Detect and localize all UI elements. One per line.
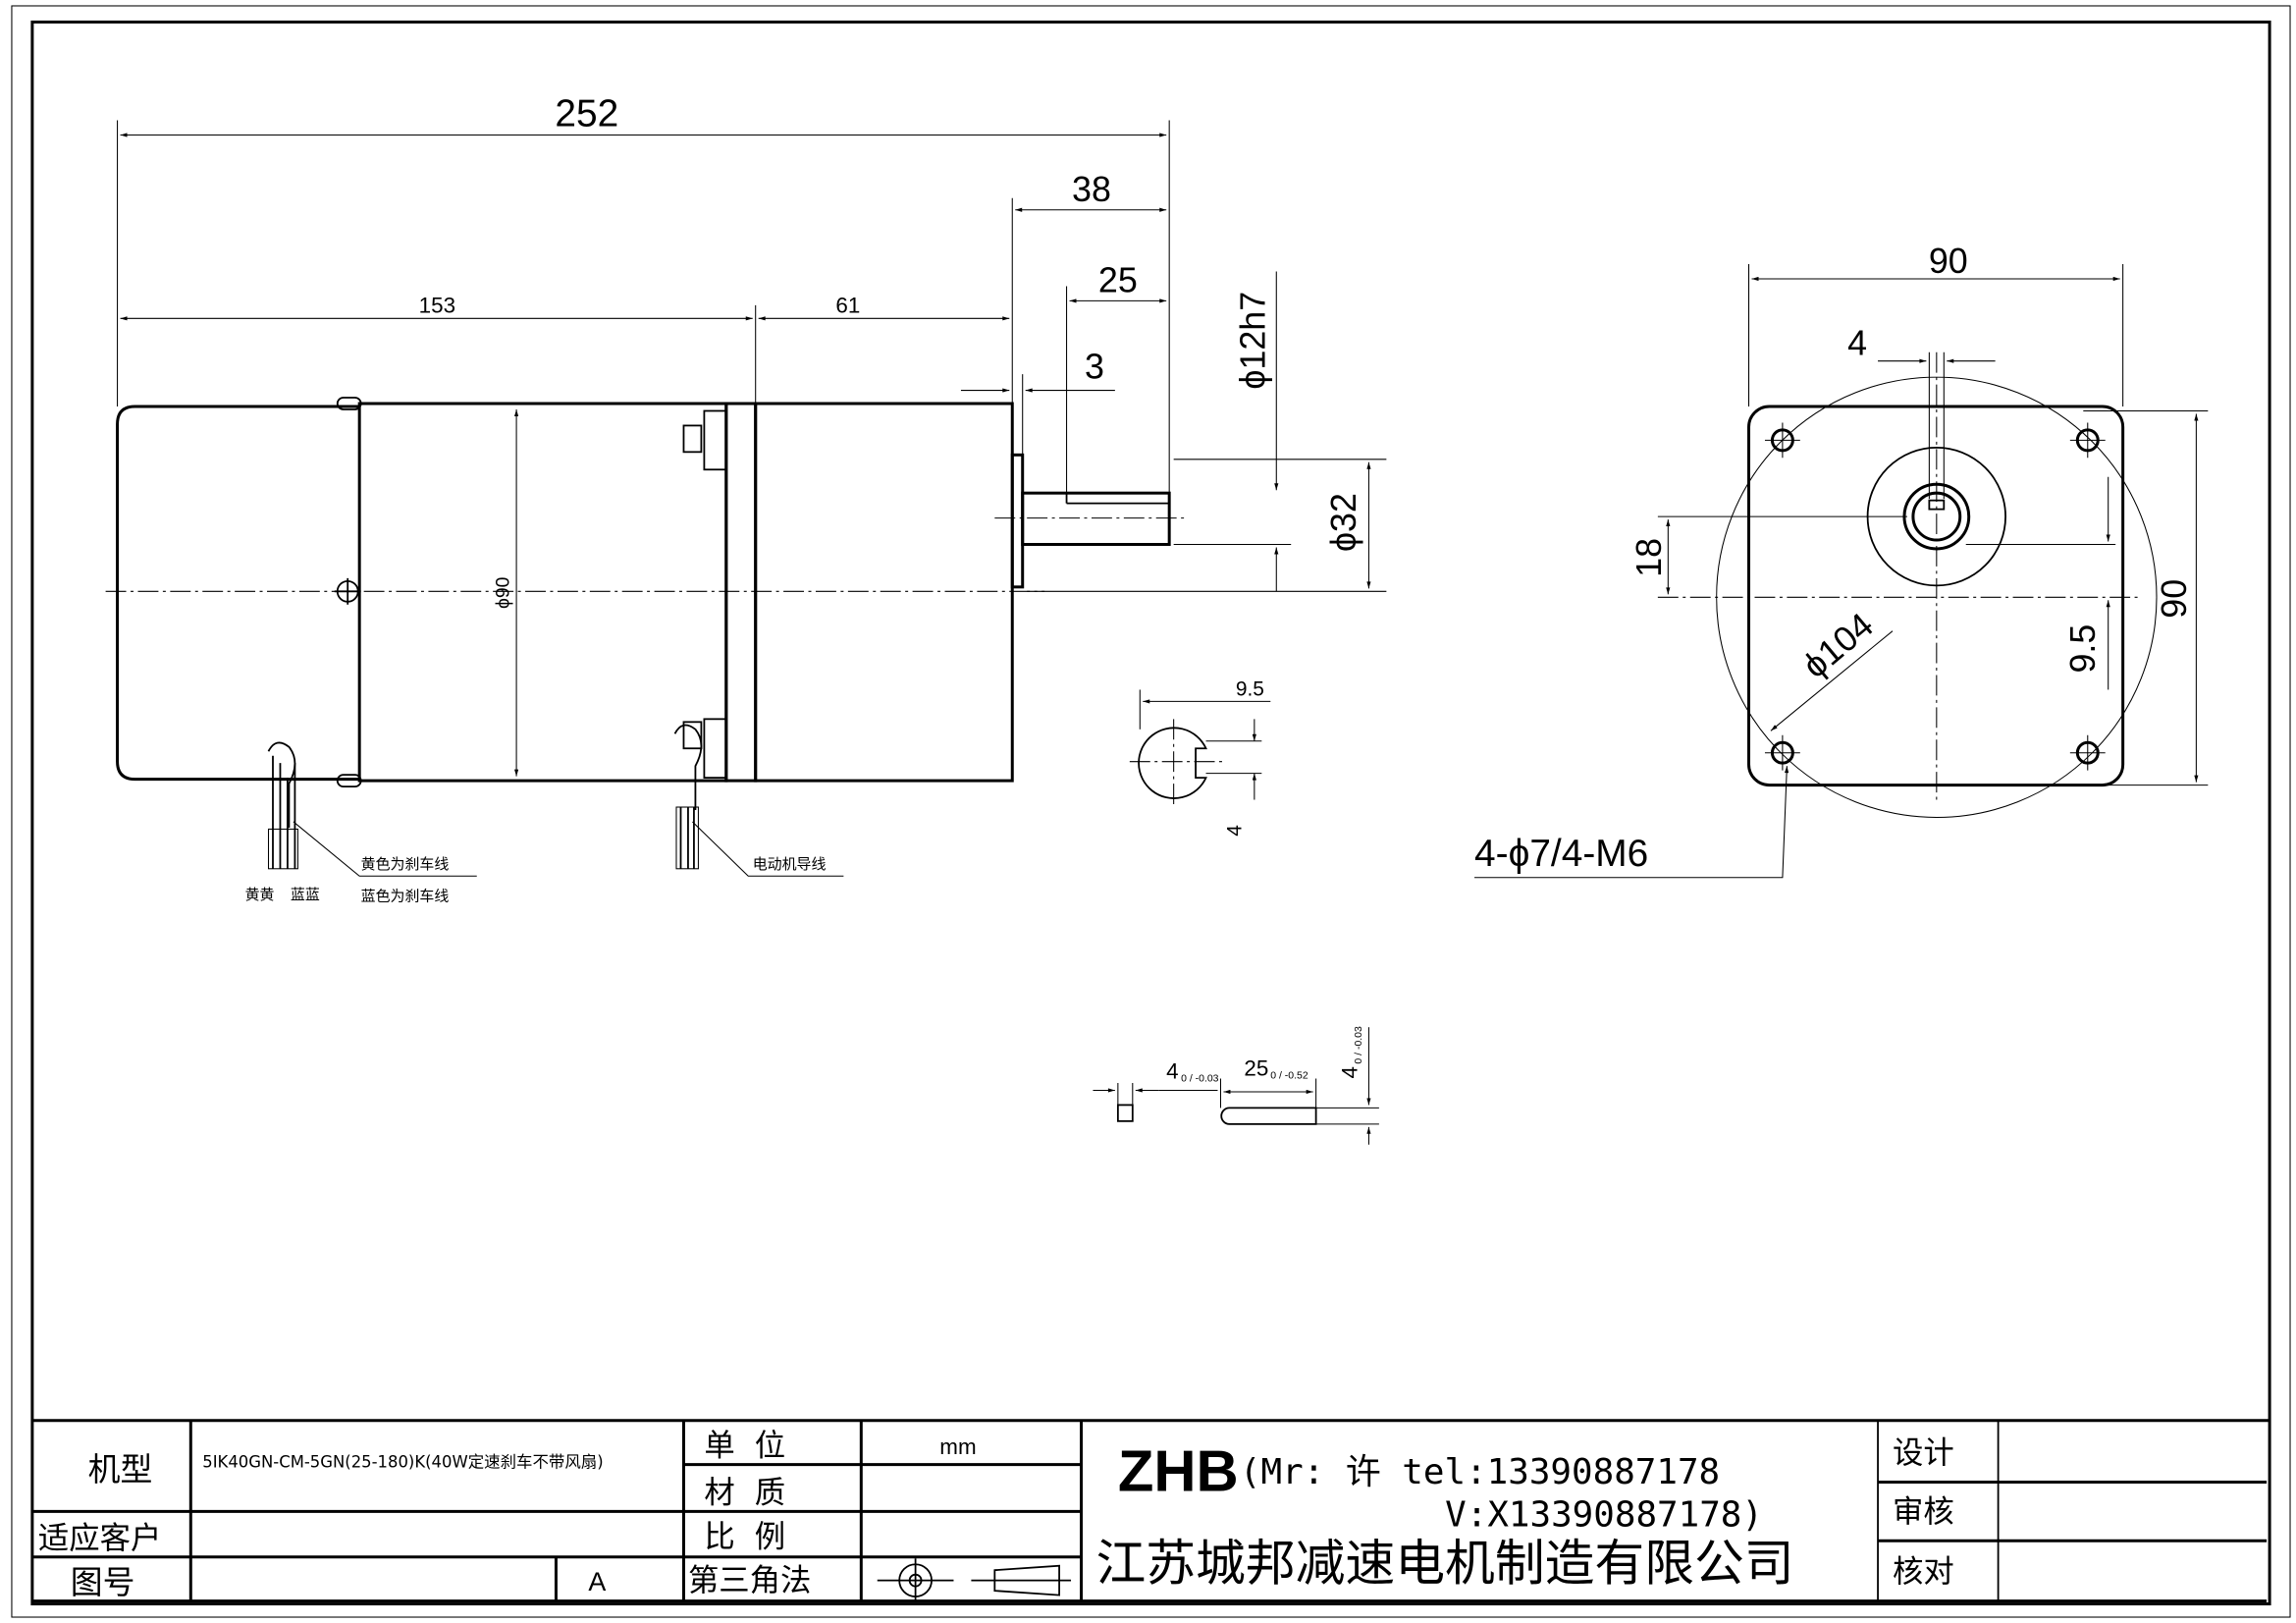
revision-value: A xyxy=(588,1567,606,1596)
dim-flange-step: 3 xyxy=(1085,348,1104,387)
contact-line-1: (Mr: 许 tel:13390887178 xyxy=(1240,1452,1720,1492)
review-label: 审核 xyxy=(1893,1494,1954,1530)
dim-shaft-extension: 38 xyxy=(1072,170,1111,209)
dim-key-length: 25 xyxy=(1098,260,1138,299)
company-name: 江苏城邦减速电机制造有限公司 xyxy=(1095,1535,1793,1593)
third-angle-projection-icon xyxy=(877,1558,1072,1603)
key-height-tolerance: 0 / -0.03 xyxy=(1354,1026,1364,1064)
unit-value: mm xyxy=(939,1434,976,1459)
output-shaft xyxy=(1021,491,1171,546)
key-detail xyxy=(1093,1027,1379,1145)
dim-front-width: 90 xyxy=(1929,242,1968,281)
inner-frame xyxy=(30,20,2271,1606)
dim-shaft-offset: 18 xyxy=(1629,538,1669,577)
model-label: 机型 xyxy=(88,1450,153,1488)
dim-pcd: ϕ104 xyxy=(1795,605,1881,685)
wire-label-blue: 蓝蓝 xyxy=(291,886,320,903)
key-width: 4 xyxy=(1166,1059,1178,1084)
dim-front-height: 90 xyxy=(2155,579,2194,619)
gearbox-flange xyxy=(724,402,758,783)
motor-end-cap xyxy=(116,405,360,782)
front-view xyxy=(1474,264,2209,879)
key-length: 25 xyxy=(1244,1056,1268,1081)
shaft-section xyxy=(1129,689,1271,808)
motor-body xyxy=(357,402,728,783)
front-flange xyxy=(1747,405,2125,787)
dim-shaft-diameter: ϕ12h7 xyxy=(1233,292,1272,390)
dim-mount-holes: 4-ϕ7/4-M6 xyxy=(1474,833,1648,875)
dim-hole-offset: 9.5 xyxy=(2063,624,2103,674)
check-label: 核对 xyxy=(1893,1554,1954,1590)
wire-label-yellow: 黄黄 xyxy=(245,886,275,903)
screw-head xyxy=(682,424,703,454)
dim-motor-length: 153 xyxy=(419,293,455,317)
contact-line-2: V:X13390887178) xyxy=(1445,1494,1763,1535)
dim-section-key: 4 xyxy=(1223,825,1246,837)
design-label: 设计 xyxy=(1893,1435,1954,1471)
unit-label: 单 位 xyxy=(704,1429,785,1464)
brake-wires xyxy=(267,741,296,828)
mount-holes xyxy=(1764,422,2106,771)
screw-head xyxy=(682,721,703,750)
side-dimensions xyxy=(117,120,1387,777)
wire-label-motor-lead: 电动机导线 xyxy=(753,855,827,873)
wire-label-yellow-brake: 黄色为刹车线 xyxy=(361,855,450,873)
outer-frame xyxy=(11,5,2291,1618)
key-length-tolerance: 0 / -0.52 xyxy=(1270,1071,1308,1082)
scale-label: 比 例 xyxy=(704,1519,785,1554)
gearbox-body xyxy=(754,402,1014,783)
model-value: 5IK40GN-CM-5GN(25-180)K(40W定速刹车不带风扇) xyxy=(202,1453,603,1472)
key-width-tolerance: 0 / -0.03 xyxy=(1181,1074,1219,1085)
dim-body-diameter: ϕ90 xyxy=(493,576,514,609)
key-height: 4 xyxy=(1337,1066,1362,1078)
title-block-grid xyxy=(31,1419,2270,1603)
motor-leads xyxy=(673,724,703,811)
dim-overall-length: 252 xyxy=(555,93,618,135)
side-view xyxy=(105,397,1189,877)
dim-key-width: 4 xyxy=(1847,324,1867,363)
projection-label: 第三角法 xyxy=(688,1563,812,1598)
customer-label: 适应客户 xyxy=(38,1521,162,1556)
dim-boss-diameter: ϕ32 xyxy=(1324,493,1363,552)
wire-label-blue-brake: 蓝色为刹车线 xyxy=(361,888,450,905)
dim-gearbox-length: 61 xyxy=(835,293,860,317)
dim-section-width: 9.5 xyxy=(1236,677,1264,700)
output-boss xyxy=(1010,453,1025,589)
brand-logo: ZHB xyxy=(1118,1437,1239,1503)
material-label: 材 质 xyxy=(704,1475,785,1510)
drawing-no-label: 图号 xyxy=(71,1563,135,1601)
